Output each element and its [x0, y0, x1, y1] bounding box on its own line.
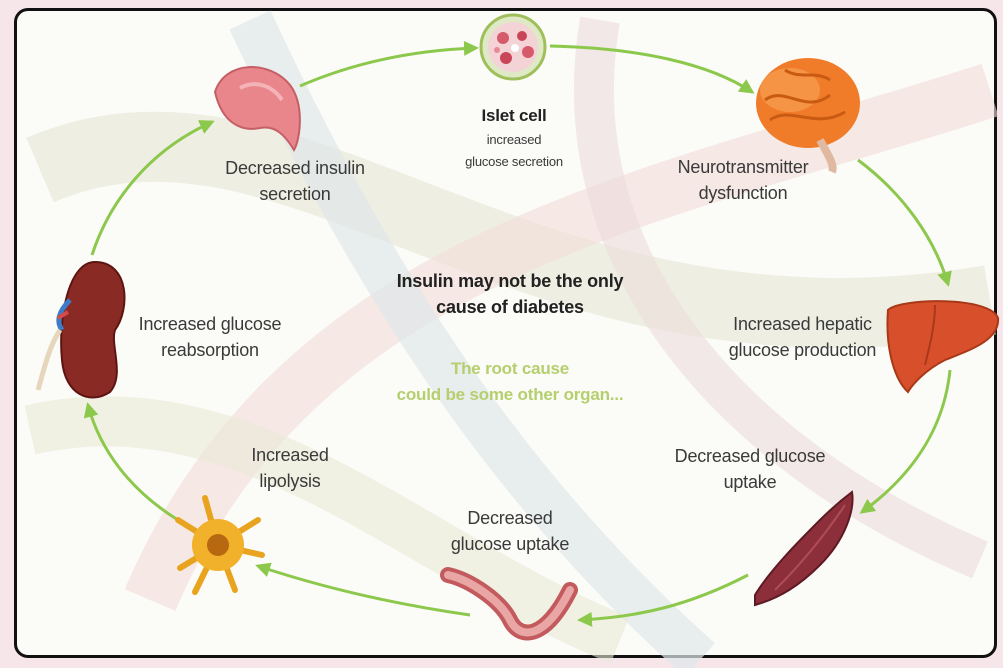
pancreas-label-line1: Decreased insulin	[200, 156, 390, 180]
kidney-label-line1: Increased glucose	[120, 312, 300, 336]
muscle-label-line1: Decreased glucose	[650, 444, 850, 468]
center-note-line1: The root cause	[360, 356, 660, 382]
brain-label-line1: Neurotransmitter	[648, 155, 838, 179]
liver-label-line2: glucose production	[700, 338, 905, 362]
center-question-line1: Insulin may not be the only	[370, 268, 650, 294]
muscle-label-line2: uptake	[650, 470, 850, 494]
islet-cell-title: Islet cell	[449, 104, 579, 128]
liver-label-line1: Increased hepatic	[700, 312, 905, 336]
fat-label-line1: Increased	[215, 443, 365, 467]
kidney-icon	[38, 262, 125, 397]
kidney-label-line2: reabsorption	[120, 338, 300, 362]
gut-label-line1: Decreased	[425, 506, 595, 530]
center-question-line2: cause of diabetes	[370, 294, 650, 320]
pancreas-label-line2: secretion	[200, 182, 390, 206]
intestine-icon	[448, 575, 570, 632]
fat-label-line2: lipolysis	[215, 469, 365, 493]
islet-cell-line1: increased	[449, 130, 579, 150]
islet-cell-icon	[481, 15, 545, 79]
muscle-icon	[755, 492, 853, 605]
gut-label-line2: glucose uptake	[425, 532, 595, 556]
fat-cell-icon	[178, 498, 262, 592]
center-note-line2: could be some other organ...	[360, 382, 660, 408]
pancreas-icon	[215, 67, 300, 150]
brain-label-line2: dysfunction	[648, 181, 838, 205]
islet-cell-line2: glucose secretion	[424, 152, 604, 172]
